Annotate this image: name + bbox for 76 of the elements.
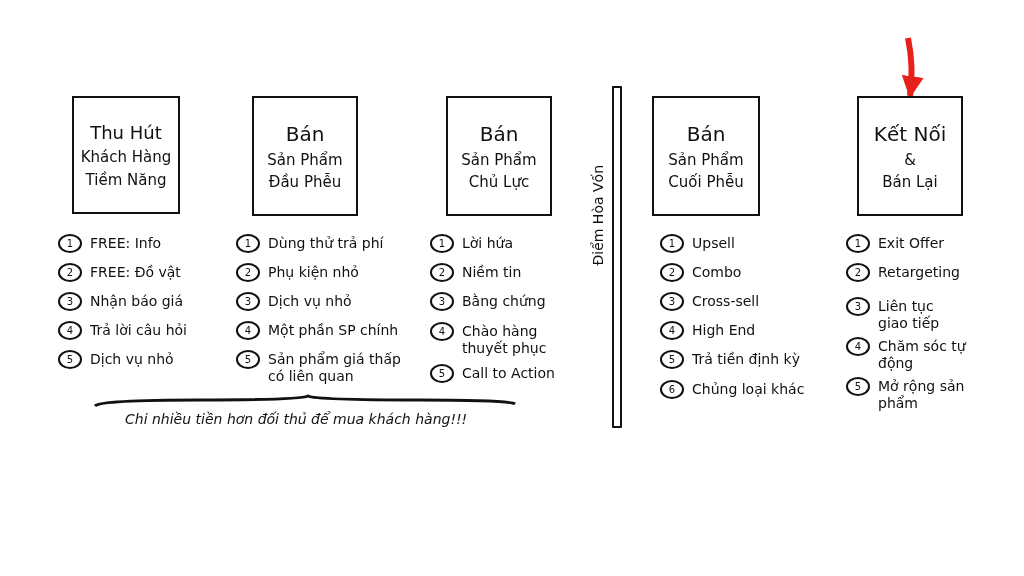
number-circle: 2: [236, 263, 260, 282]
list-item-text: Trả lời câu hỏi: [90, 322, 188, 339]
stage-subtitle: Sản Phẩm: [267, 149, 343, 171]
list-item-text: Chủng loại khác: [692, 381, 806, 398]
stage-box: [72, 96, 180, 214]
number-circle: 1: [660, 234, 684, 253]
list-item-text: Combo: [692, 264, 743, 281]
number-circle: 3: [58, 292, 82, 311]
number-circle: 4: [58, 321, 82, 340]
vertical-bar: [612, 86, 622, 428]
stage-subtitle: Tiềm Năng: [85, 169, 167, 191]
number-circle: 1: [236, 234, 260, 253]
number-circle: 3: [430, 292, 454, 311]
number-circle: 1: [58, 234, 82, 253]
list-item-text: High End: [692, 322, 757, 339]
stage-subtitle: Sản Phẩm: [461, 149, 537, 171]
number-circle: 4: [846, 337, 870, 356]
number-circle: 3: [236, 292, 260, 311]
list-item-text: Upsell: [692, 235, 736, 252]
number-circle: 5: [58, 350, 82, 369]
list-item-text: Dùng thử trả phí: [268, 235, 385, 252]
stage-title: Bán: [285, 120, 325, 148]
arrow: [901, 37, 924, 99]
stage-box: [252, 96, 358, 216]
stage-subtitle: Chủ Lực: [468, 172, 530, 193]
list-item-text: Exit Offer: [878, 235, 945, 252]
stage-subtitle: Bán Lại: [882, 172, 938, 193]
stage-subtitle: Cuối Phễu: [668, 172, 744, 193]
list-item-text: Dịch vụ nhỏ: [268, 293, 353, 310]
stage-subtitle: Khách Hàng: [80, 147, 172, 168]
stage-box: [652, 96, 760, 216]
list-item-text: Chào hàng thuyết phục: [462, 323, 548, 357]
number-circle: 5: [430, 364, 454, 383]
list-item-text: Cross-sell: [692, 293, 761, 310]
list-item-text: Call to Action: [462, 365, 556, 382]
stage-title: Bán: [479, 120, 519, 148]
number-circle: 5: [846, 377, 870, 396]
list-item-text: Trả tiền định kỳ: [692, 351, 801, 368]
number-circle: 4: [660, 321, 684, 340]
stage-title: Thu Hút: [90, 121, 162, 145]
stage-title: Bán: [686, 120, 726, 148]
number-circle: 4: [236, 321, 260, 340]
list-item-text: Liên tục giao tiếp: [878, 298, 941, 332]
list-item-text: Chăm sóc tự động: [878, 338, 968, 372]
number-circle: 4: [430, 322, 454, 341]
list-item-text: Phụ kiện nhỏ: [268, 264, 360, 281]
number-circle: 5: [660, 350, 684, 369]
list-item-text: Mở rộng sản phẩm: [878, 378, 966, 412]
list-item-text: Dịch vụ nhỏ: [90, 351, 175, 368]
list-item-text: Niềm tin: [462, 264, 523, 281]
number-circle: 1: [846, 234, 870, 253]
number-circle: 2: [660, 263, 684, 282]
number-circle: 2: [430, 263, 454, 282]
list-item-text: Bằng chứng: [462, 293, 547, 310]
number-circle: 6: [660, 380, 684, 399]
stage-box: [857, 96, 963, 216]
list-item-text: Nhận báo giá: [90, 293, 185, 310]
caption-note: Chi nhiều tiền hơn đối thủ để mua khách hàng!!!: [125, 411, 468, 427]
list-item-text: Retargeting: [878, 264, 961, 281]
stage-subtitle: Đầu Phễu: [268, 172, 342, 193]
number-circle: 3: [660, 292, 684, 311]
stage-box: [446, 96, 552, 216]
number-circle: 3: [846, 297, 870, 316]
list-item-text: Sản phẩm giá thấp có liên quan: [268, 351, 402, 385]
number-circle: 5: [236, 350, 260, 369]
list-item-text: FREE: Info: [90, 235, 163, 252]
number-circle: 2: [846, 263, 870, 282]
stage-subtitle: &: [904, 149, 916, 171]
list-item-text: Một phần SP chính: [268, 322, 400, 339]
list-item-text: Lời hứa: [462, 235, 515, 252]
number-circle: 2: [58, 263, 82, 282]
list-item-text: FREE: Đồ vật: [90, 264, 182, 281]
stage-subtitle: Sản Phẩm: [668, 149, 744, 171]
vertical-label: Điểm Hòa Vốn: [590, 165, 606, 266]
stage-title: Kết Nối: [873, 120, 947, 148]
number-circle: 1: [430, 234, 454, 253]
